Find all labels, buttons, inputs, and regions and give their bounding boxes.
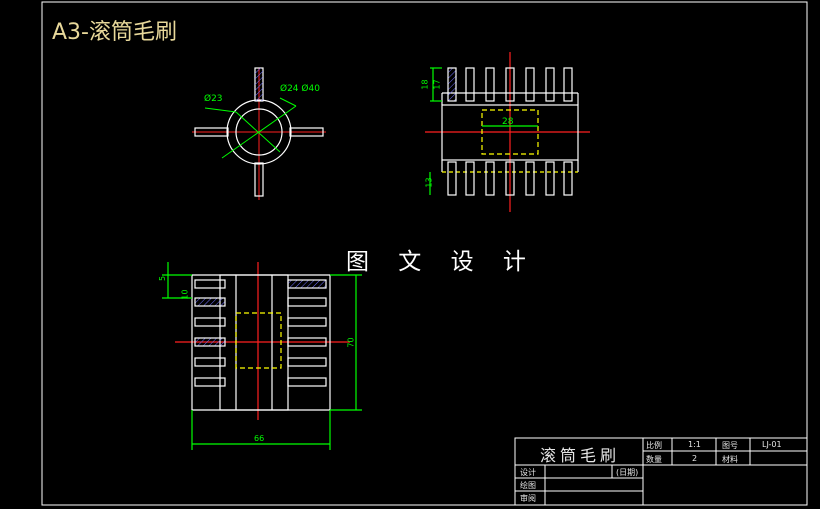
front-view xyxy=(425,52,590,212)
title-block-design-label: 设计 xyxy=(520,468,536,477)
title-block-quantity-label: 数量 xyxy=(646,455,662,464)
title-block-review-label: 审阅 xyxy=(520,494,536,503)
title-block xyxy=(514,437,808,506)
title-block-drawing-no-label: 图号 xyxy=(722,441,738,450)
top-view xyxy=(192,67,326,200)
watermark-text: 图 文 设 计 xyxy=(346,249,537,275)
side-view xyxy=(162,262,362,450)
dim-w28: 28 xyxy=(502,117,514,127)
title-block-material-label: 材料 xyxy=(722,455,738,464)
dim-d24-d40: Ø24 Ø40 xyxy=(280,84,320,94)
dim-d23: Ø23 xyxy=(204,94,223,104)
title-block-scale-value: 1:1 xyxy=(688,440,701,449)
dim-v10: 10 xyxy=(180,289,190,300)
title-block-part-name: 滚筒毛刷 xyxy=(540,446,621,465)
dim-h18: 18 xyxy=(420,79,430,90)
title-block-scale-label: 比例 xyxy=(646,441,662,450)
dim-h17: 17 xyxy=(432,79,442,90)
dim-w66: 66 xyxy=(254,434,265,443)
drawing-border xyxy=(41,1,808,506)
dim-h13: 13 xyxy=(424,177,434,188)
dim-v5: 5 xyxy=(158,275,168,282)
dim-v70: 70 xyxy=(346,337,356,348)
title-block-draw-label: 绘图 xyxy=(520,481,536,490)
title-block-quantity-value: 2 xyxy=(692,454,698,463)
title-block-drawing-no: LJ-01 xyxy=(762,440,782,449)
drawing-title: A3-滚筒毛刷 xyxy=(52,20,177,45)
title-block-date-label: (日期) xyxy=(616,468,639,477)
